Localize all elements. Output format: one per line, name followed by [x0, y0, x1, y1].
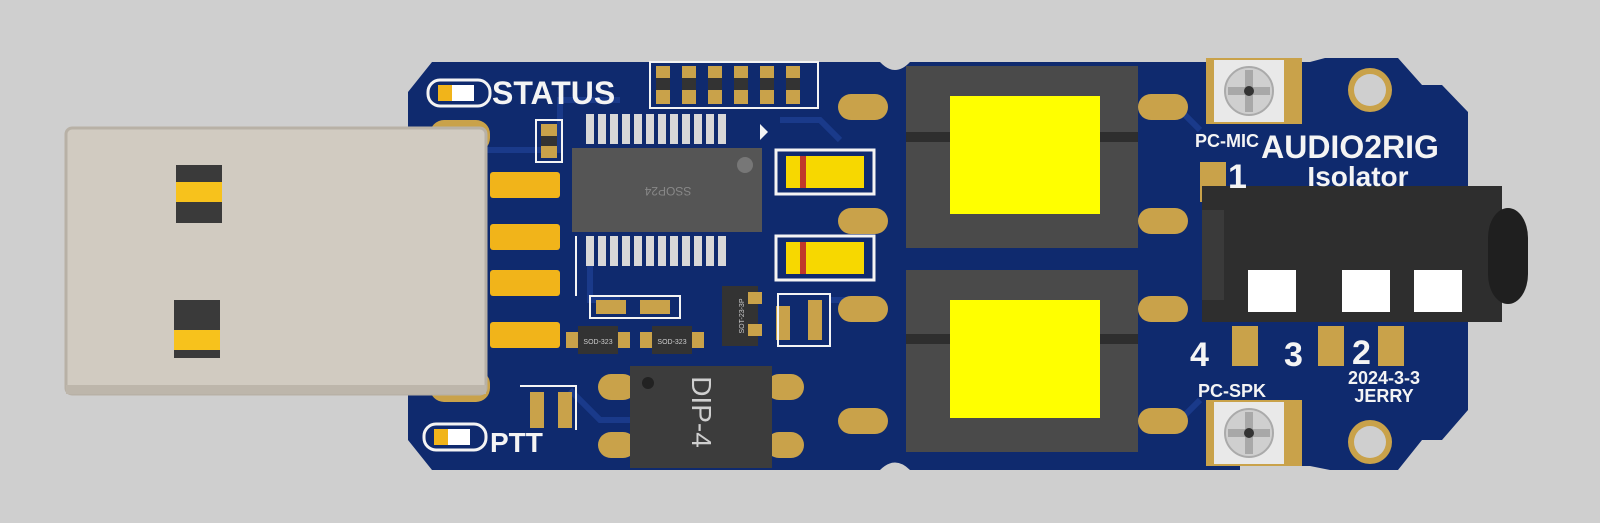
pin-1-label: 1	[1228, 158, 1247, 196]
optocoupler-label: DIP-4	[686, 376, 717, 448]
ic-chip-icon: SSOP24	[572, 114, 768, 266]
audio-jack-icon	[1202, 186, 1528, 322]
resistor-array	[649, 61, 819, 109]
diode-a-label: SOD-323	[583, 339, 612, 346]
pin-4-label: 4	[1190, 336, 1209, 374]
mounting-hole-icon	[1348, 420, 1392, 464]
pin-2-label: 2	[1352, 334, 1371, 372]
ic-package-label: SSOP24	[644, 184, 691, 198]
mounting-hole-icon	[1348, 68, 1392, 112]
board-title-line2: Isolator	[1307, 161, 1408, 192]
smd-capacitor	[774, 234, 876, 282]
optocoupler-icon: DIP-4	[598, 366, 804, 468]
diode-b: SOD-323	[640, 326, 704, 354]
pin-3-label: 3	[1284, 336, 1303, 374]
transformer-top-icon	[906, 66, 1138, 248]
transformer-pads	[838, 94, 1188, 434]
trimmer-potentiometer-spk-icon	[1206, 400, 1302, 466]
transformer-bottom-icon	[906, 270, 1138, 452]
status-label: STATUS	[492, 75, 615, 111]
diode-b-label: SOD-323	[657, 339, 686, 346]
diode-a: SOD-323	[566, 326, 630, 354]
smd-capacitor	[774, 148, 876, 196]
board-author-label: JERRY	[1354, 386, 1413, 406]
capacitor	[535, 119, 563, 163]
trimmer-potentiometer-mic-icon	[1206, 58, 1302, 124]
regulator: SOT-23-3P	[722, 286, 762, 346]
silkscreen-outlines	[520, 236, 831, 430]
regulator-label: SOT-23-3P	[739, 298, 746, 333]
pc-spk-label: PC-SPK	[1198, 381, 1266, 401]
resistors	[530, 300, 822, 428]
board-date-label: 2024-3-3	[1348, 368, 1420, 388]
pc-mic-label: PC-MIC	[1195, 131, 1259, 151]
ptt-led-icon	[422, 422, 488, 452]
status-led-icon	[426, 78, 492, 108]
board-title-line1: AUDIO2RIG	[1261, 129, 1439, 165]
usb-a-connector-icon	[64, 126, 488, 396]
ptt-label: PTT	[490, 427, 543, 458]
